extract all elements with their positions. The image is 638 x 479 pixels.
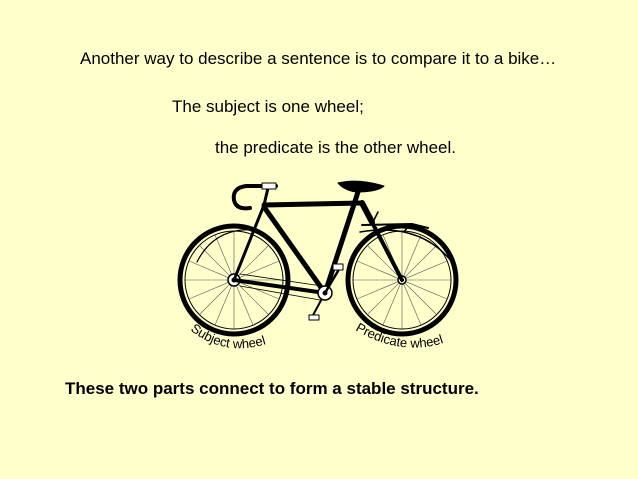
intro-text: Another way to describe a sentence is to…	[80, 49, 557, 68]
predicate-statement: the predicate is the other wheel.	[215, 138, 456, 157]
conclusion-text: These two parts connect to form a stable…	[65, 379, 479, 398]
subject-statement: The subject is one wheel;	[172, 97, 364, 116]
subject-wheel-label: Subject wheel	[188, 320, 267, 351]
bike-frame	[196, 180, 453, 321]
